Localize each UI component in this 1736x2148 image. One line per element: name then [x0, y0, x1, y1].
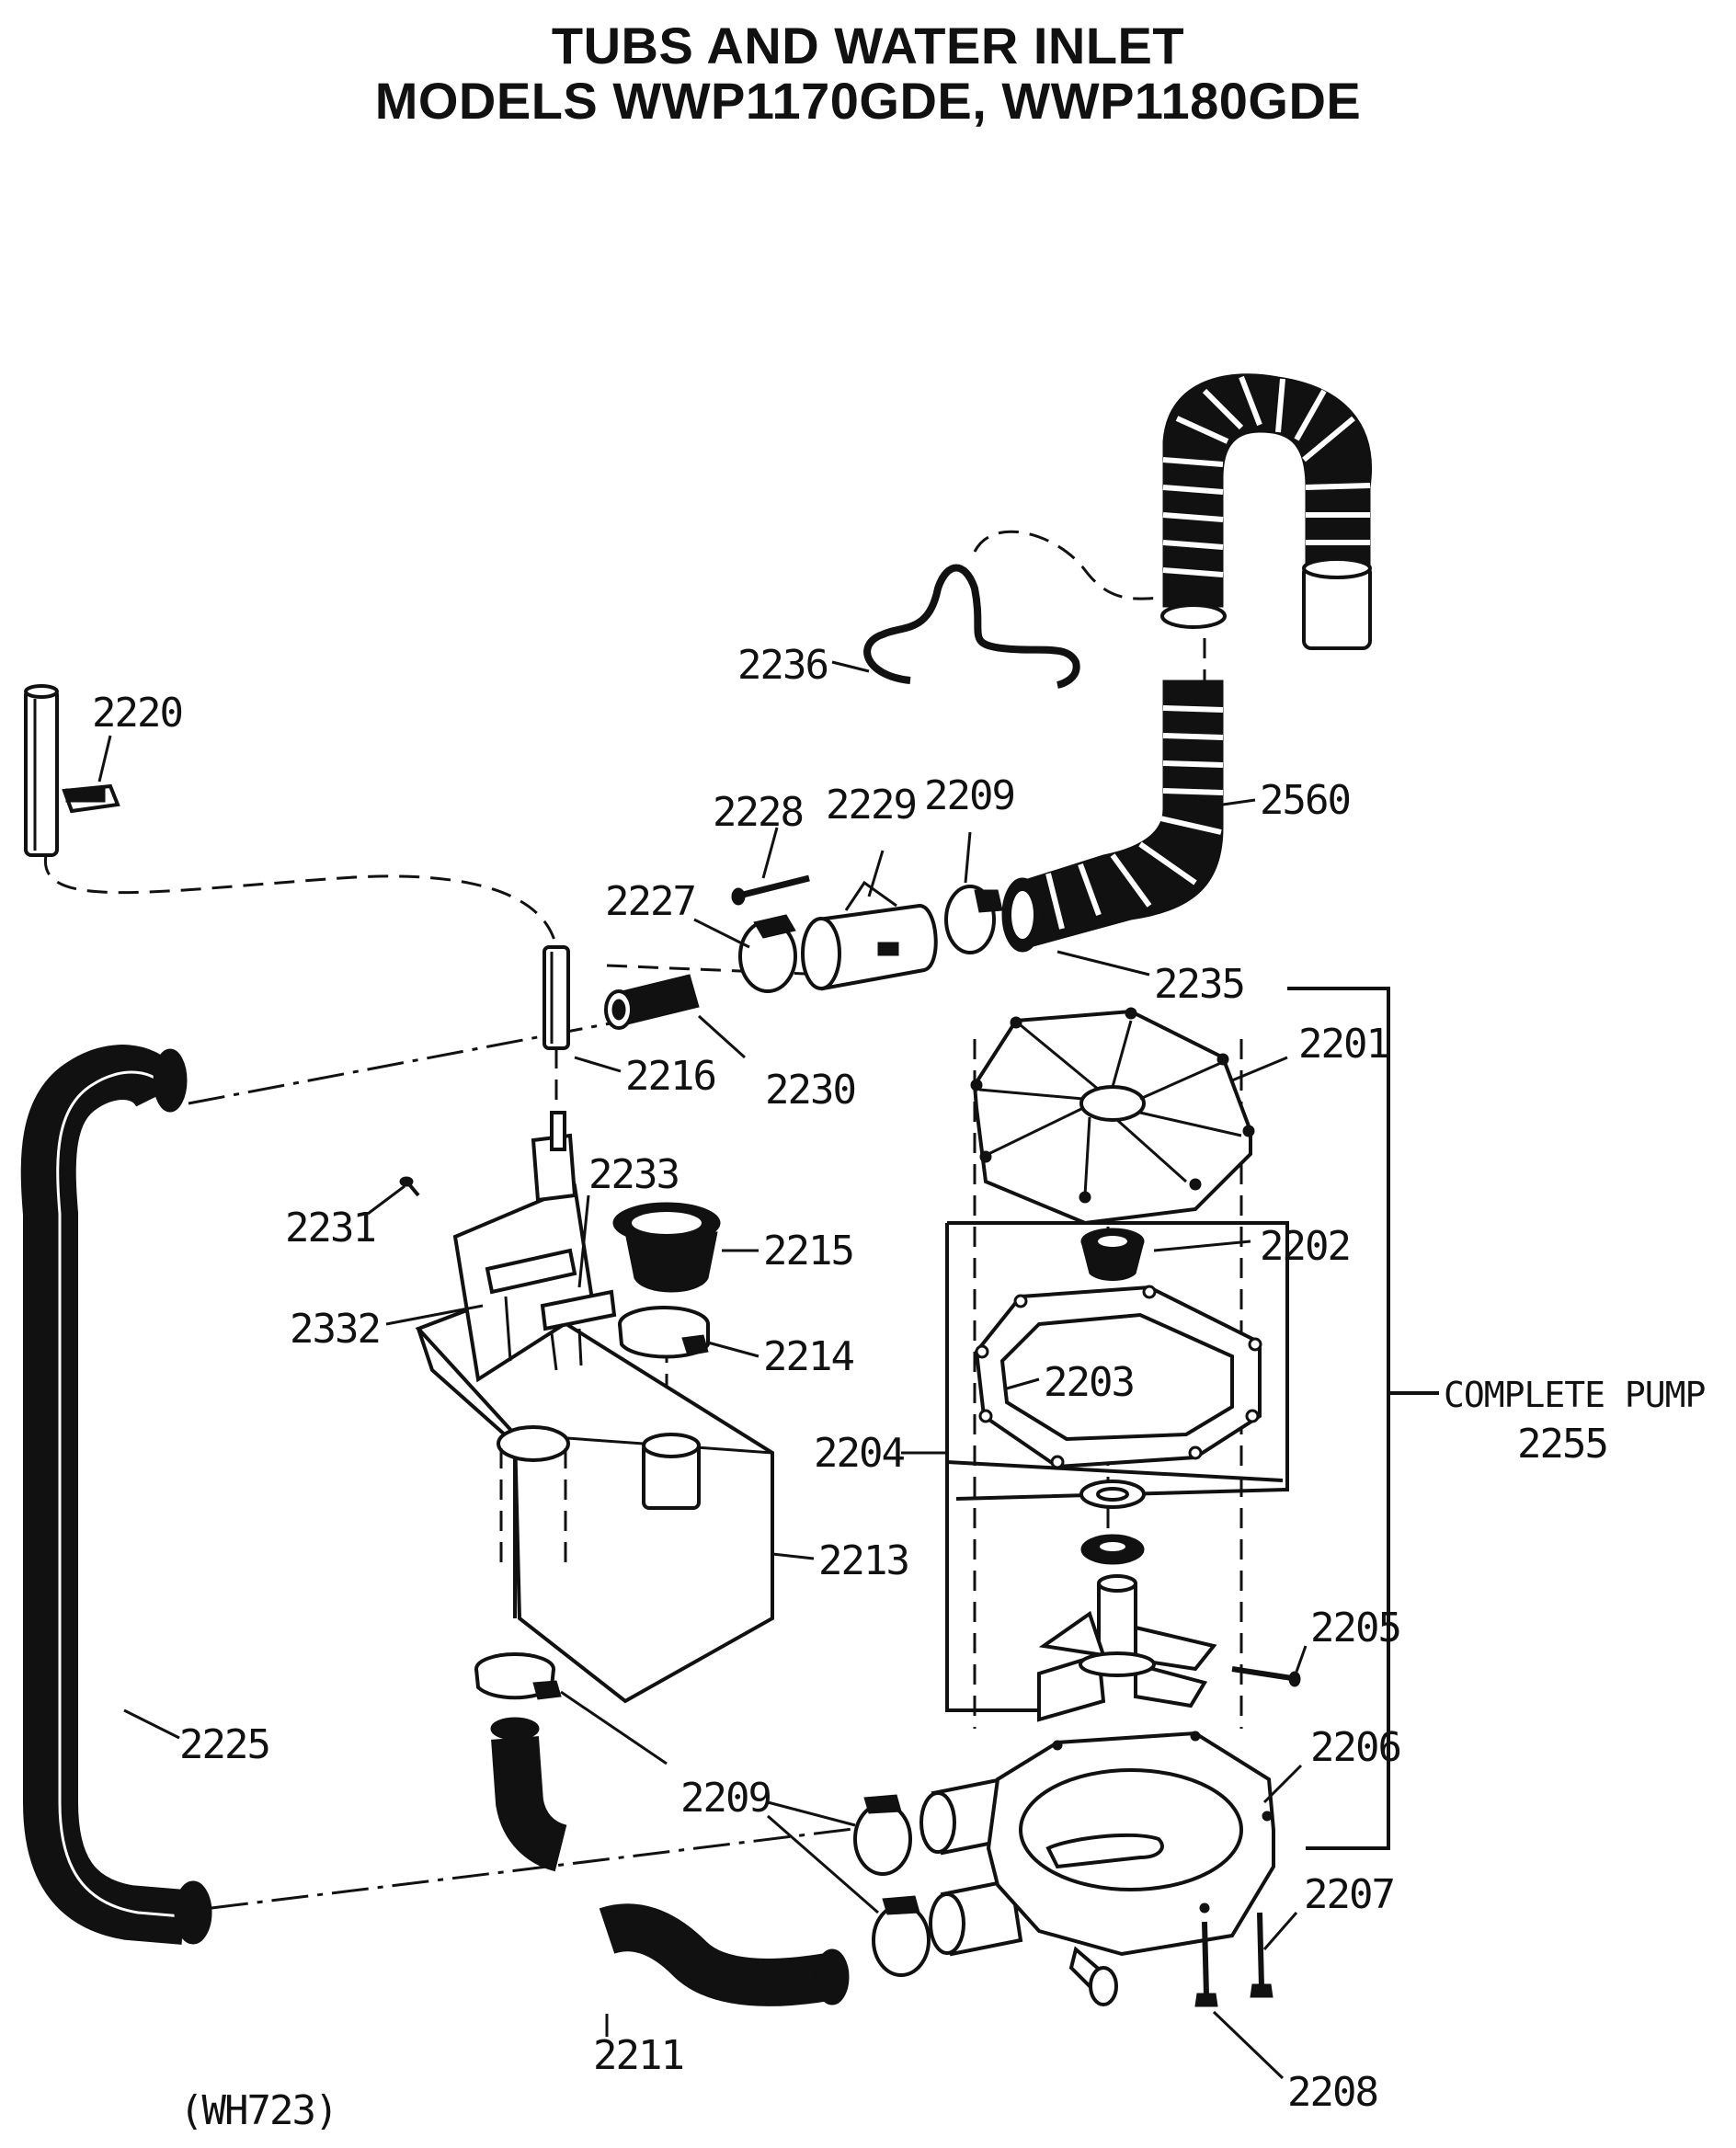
label-2206: 2206: [1310, 1724, 1400, 1771]
label-2216: 2216: [625, 1053, 715, 1100]
footer-code: (WH723): [179, 2087, 337, 2134]
label-2235: 2235: [1154, 961, 1244, 1008]
tub-housing-2213: [415, 1289, 774, 1704]
fitting-2230: [604, 974, 700, 1030]
label-2203: 2203: [1044, 1359, 1134, 1406]
label-2225: 2225: [179, 1721, 269, 1768]
complete-pump-bracket: [1287, 987, 1390, 1850]
label-2204: 2204: [814, 1430, 904, 1477]
clamp-2209-top: [944, 885, 1003, 954]
label-2215: 2215: [763, 1228, 853, 1274]
diagram-title: TUBS AND WATER INLET: [551, 17, 1185, 74]
screw-2205: [1231, 1666, 1301, 1687]
leader-lines: [97, 660, 1308, 2080]
elbow-hose: [490, 1717, 568, 1872]
wire-clip-2236: [863, 564, 1080, 689]
connector-2229: [801, 880, 938, 991]
drain-hose-2225: [20, 1045, 212, 1945]
label-2230: 2230: [765, 1067, 855, 1114]
gasket-2203: [974, 1285, 1262, 1469]
label-2560: 2560: [1260, 777, 1350, 824]
tube-2220: [24, 684, 59, 857]
tube-2216: [542, 945, 570, 1050]
cap-2215: [612, 1202, 721, 1293]
diagram-subtitle: MODELS WWP1170GDE, WWP1180GDE: [374, 72, 1362, 130]
guide-line-2220: [43, 854, 558, 948]
label-2255: 2255: [1517, 1421, 1607, 1468]
guide-line-inlet: [606, 964, 828, 977]
corrugated-hose-2560: [1001, 373, 1372, 953]
hose-2211: [599, 1903, 850, 2006]
label-2229: 2229: [826, 782, 916, 828]
bolt-2207: [1250, 1912, 1273, 1998]
label-2236: 2236: [737, 642, 828, 689]
pump-housing-2206: [986, 1731, 1276, 2006]
guide-line-2236: [973, 530, 1169, 600]
cap-2220: [62, 783, 120, 814]
label-2202: 2202: [1260, 1223, 1350, 1270]
label-2211: 2211: [593, 2032, 683, 2079]
label-2233: 2233: [588, 1151, 679, 1198]
label-2228: 2228: [713, 789, 803, 836]
label-2209-top: 2209: [924, 772, 1014, 819]
clamp-2227: [738, 914, 797, 993]
impeller: [1037, 1574, 1217, 1722]
pump-cover-2201: [970, 1007, 1255, 1226]
label-2332: 2332: [290, 1306, 380, 1353]
clamp-2209-tub: [474, 1652, 562, 1700]
label-2227: 2227: [605, 878, 695, 925]
bracket-2233: [452, 1111, 617, 1383]
seal-2202: [1080, 1228, 1145, 1281]
label-2231: 2231: [285, 1205, 375, 1251]
label-2208: 2208: [1287, 2069, 1377, 2116]
clamp-2214: [618, 1306, 710, 1359]
label-2214: 2214: [763, 1333, 853, 1380]
bolt-2208: [1194, 1921, 1218, 2007]
label-2201: 2201: [1298, 1021, 1388, 1068]
screw-2228: [731, 874, 810, 906]
label-2209-bottom: 2209: [680, 1775, 771, 1822]
washer-white: [1079, 1480, 1146, 1509]
label-2205: 2205: [1310, 1605, 1400, 1651]
washer-black: [1080, 1534, 1145, 1565]
label-2220: 2220: [92, 690, 182, 737]
clamp-2209-bottom-1: [853, 1794, 912, 1876]
label-complete-pump: COMPLETE PUMP: [1444, 1375, 1706, 1415]
clamp-2209-bottom-2: [872, 1895, 931, 1977]
screw-2231: [399, 1176, 420, 1197]
label-2207: 2207: [1304, 1871, 1394, 1918]
label-2213: 2213: [818, 1537, 908, 1584]
